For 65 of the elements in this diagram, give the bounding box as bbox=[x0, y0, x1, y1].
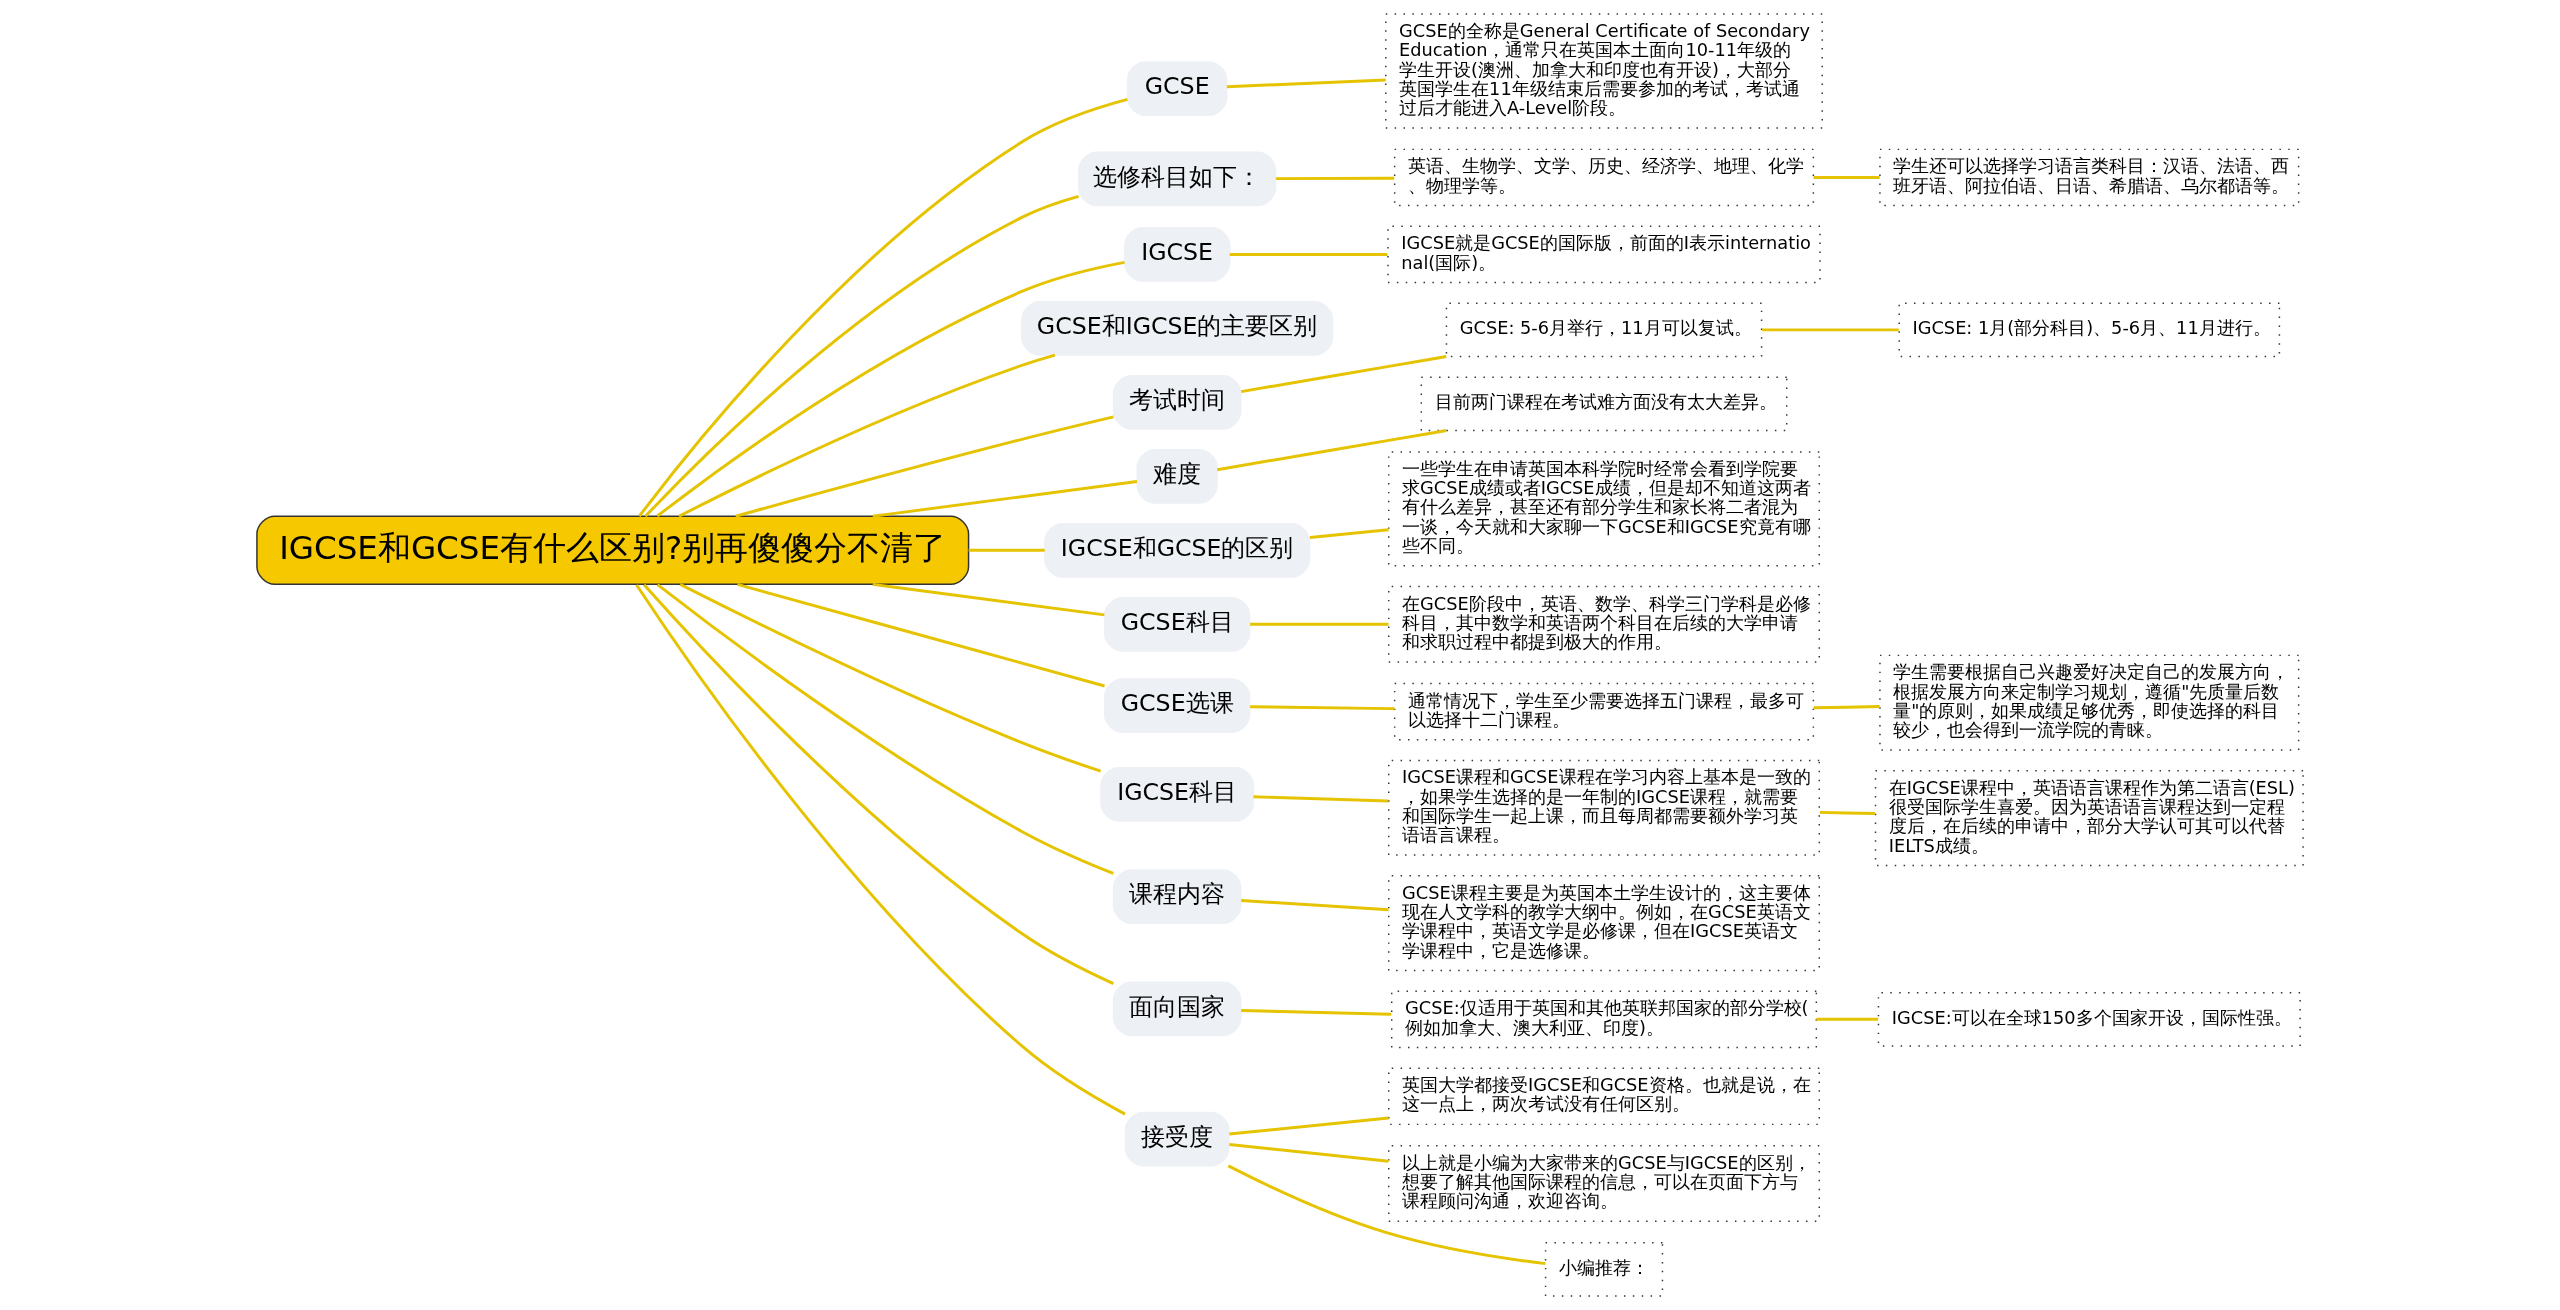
node-box: GCSE选课 bbox=[1103, 678, 1251, 734]
connector bbox=[1309, 528, 1389, 539]
node-box: IGCSE课程和GCSE课程在学习内容上基本是一致的，如果学生选择的是一年制的IGCSE课程，就需要和国际学生一起上课，而且每周都需要额外学习英语语言课程。 bbox=[1388, 759, 1820, 856]
connector bbox=[1240, 355, 1447, 394]
connector bbox=[872, 582, 1105, 617]
node-box: 在GCSE阶段中，英语、数学、科学三门学科是必修科目，其中数学和英语两个科目在后续的大学申请和求职过程中都提到极大的作用。 bbox=[1388, 585, 1820, 663]
node-box: 小编推荐： bbox=[1544, 1242, 1664, 1297]
connector bbox=[735, 415, 1114, 518]
connector bbox=[968, 548, 1045, 552]
connector bbox=[1250, 622, 1389, 626]
connector bbox=[1227, 1164, 1546, 1266]
connector bbox=[1229, 1143, 1389, 1163]
node-box: 课程内容 bbox=[1112, 869, 1242, 924]
node-box: 学生还可以选择学习语言类科目：汉语、法语、西班牙语、阿拉伯语、日语、希腊语、乌尔都语等。 bbox=[1879, 148, 2300, 207]
node-box: 在IGCSE课程中，英语语言课程作为第二语言(ESL)很受国际学生喜爱。因为英语语言课程达到一定程度后，在后续的申请中，部分大学认可其可以代替IELTS成绩。 bbox=[1874, 770, 2304, 867]
node-box: 英语、生物学、文学、历史、经济学、地理、化学、物理学等。 bbox=[1393, 148, 1815, 207]
connector bbox=[1241, 899, 1389, 912]
node-box: 选修科目如下： bbox=[1078, 151, 1277, 207]
connector bbox=[1229, 1116, 1389, 1136]
connector bbox=[678, 353, 1056, 518]
connector bbox=[1216, 429, 1447, 472]
connector bbox=[1241, 1009, 1392, 1016]
node-box: 目前两门课程在考试难方面没有太大差异。 bbox=[1420, 376, 1788, 432]
node-box: GCSE: 5-6月举行，11月可以复试。 bbox=[1445, 302, 1763, 358]
connector bbox=[638, 97, 1128, 517]
connector bbox=[872, 480, 1138, 518]
node-box: 通常情况下，学生至少需要选择五门课程，最多可以选择十二门课程。 bbox=[1393, 682, 1815, 741]
connector bbox=[1250, 705, 1395, 711]
node-box: GCSE科目 bbox=[1103, 596, 1251, 652]
node-box: IGCSE bbox=[1123, 227, 1231, 282]
node-box: 英国大学都接受IGCSE和GCSE资格。也就是说，在这一点上，两次考试没有任何区别。 bbox=[1388, 1067, 1820, 1126]
connector bbox=[635, 584, 1126, 1116]
node-box: 一些学生在申请英国本科学院时经常会看到学院要求GCSE成绩或者IGCSE成绩，但是却不知道这两者有什么差异，甚至还有部分学生和家长将二者混为一谈，今天就和大家聊一下GCSE和IGCSE究竟有哪些不同。 bbox=[1388, 451, 1820, 567]
connector bbox=[1762, 328, 1899, 332]
connector bbox=[656, 260, 1125, 518]
connector bbox=[1816, 1017, 1879, 1021]
node-box: GCSE:仅适用于英国和其他英联邦国家的部分学校(例如加拿大、澳大利亚、印度)。 bbox=[1390, 990, 1818, 1049]
node-box: GCSE的全称是General Certificate of Secondary Education，通常只在英国本土面向10-11年级的学生开设(澳洲、加拿大和印度也有开设)，大部分英国学生在11年级结束后需要参加的考试，考试通过后才能进入A-Level阶段。 bbox=[1385, 13, 1823, 129]
node-box: 接受度 bbox=[1124, 1111, 1230, 1167]
connector bbox=[737, 583, 1105, 688]
connector bbox=[644, 194, 1079, 518]
node-box: GCSE bbox=[1126, 61, 1228, 117]
node-box: 学生需要根据自己兴趣爱好决定自己的发展方向，根据发展方向来定制学习规划，遵循"先质量后数量"的原则，如果成绩足够优秀，即使选择的科目较少，也会得到一流学院的青睐。 bbox=[1879, 654, 2300, 751]
connector bbox=[1253, 795, 1389, 803]
node-box: IGCSE: 1月(部分科目)、5-6月、11月进行。 bbox=[1898, 302, 2281, 358]
node-box: IGCSE就是GCSE的国际版，前面的I表示international(国际)。 bbox=[1387, 225, 1821, 284]
connector bbox=[1813, 176, 1880, 179]
connector bbox=[1229, 252, 1388, 256]
node-box: 难度 bbox=[1136, 449, 1218, 504]
node-box: 面向国家 bbox=[1112, 981, 1242, 1037]
node-box: IGCSE和GCSE有什么区别?别再傻傻分不清了 bbox=[256, 515, 970, 586]
connector bbox=[1813, 705, 1880, 710]
connector bbox=[1819, 810, 1876, 815]
node-box: IGCSE和GCSE的区别 bbox=[1044, 522, 1311, 578]
node-box: IGCSE科目 bbox=[1100, 767, 1255, 822]
node-box: 以上就是小编为大家带来的GCSE与IGCSE的区别，想要了解其他国际课程的信息，可以在页面下方与课程顾问沟通，欢迎咨询。 bbox=[1388, 1145, 1820, 1222]
connector bbox=[1226, 78, 1386, 89]
connector bbox=[643, 583, 1115, 985]
node-box: GCSE和IGCSE的主要区别 bbox=[1021, 301, 1334, 356]
node-box: 考试时间 bbox=[1112, 375, 1242, 430]
connector bbox=[1275, 176, 1395, 181]
connector bbox=[656, 583, 1114, 875]
node-box: IGCSE:可以在全球150多个国家开设，国际性强。 bbox=[1877, 991, 2301, 1047]
connector bbox=[679, 583, 1102, 773]
node-box: GCSE课程主要是为英国本土学生设计的，这主要体现在人文学科的教学大纲中。例如，在GCSE英语文学课程中，英语文学是必修课，但在IGCSE英语文学课程中，它是选修课。 bbox=[1388, 875, 1820, 972]
